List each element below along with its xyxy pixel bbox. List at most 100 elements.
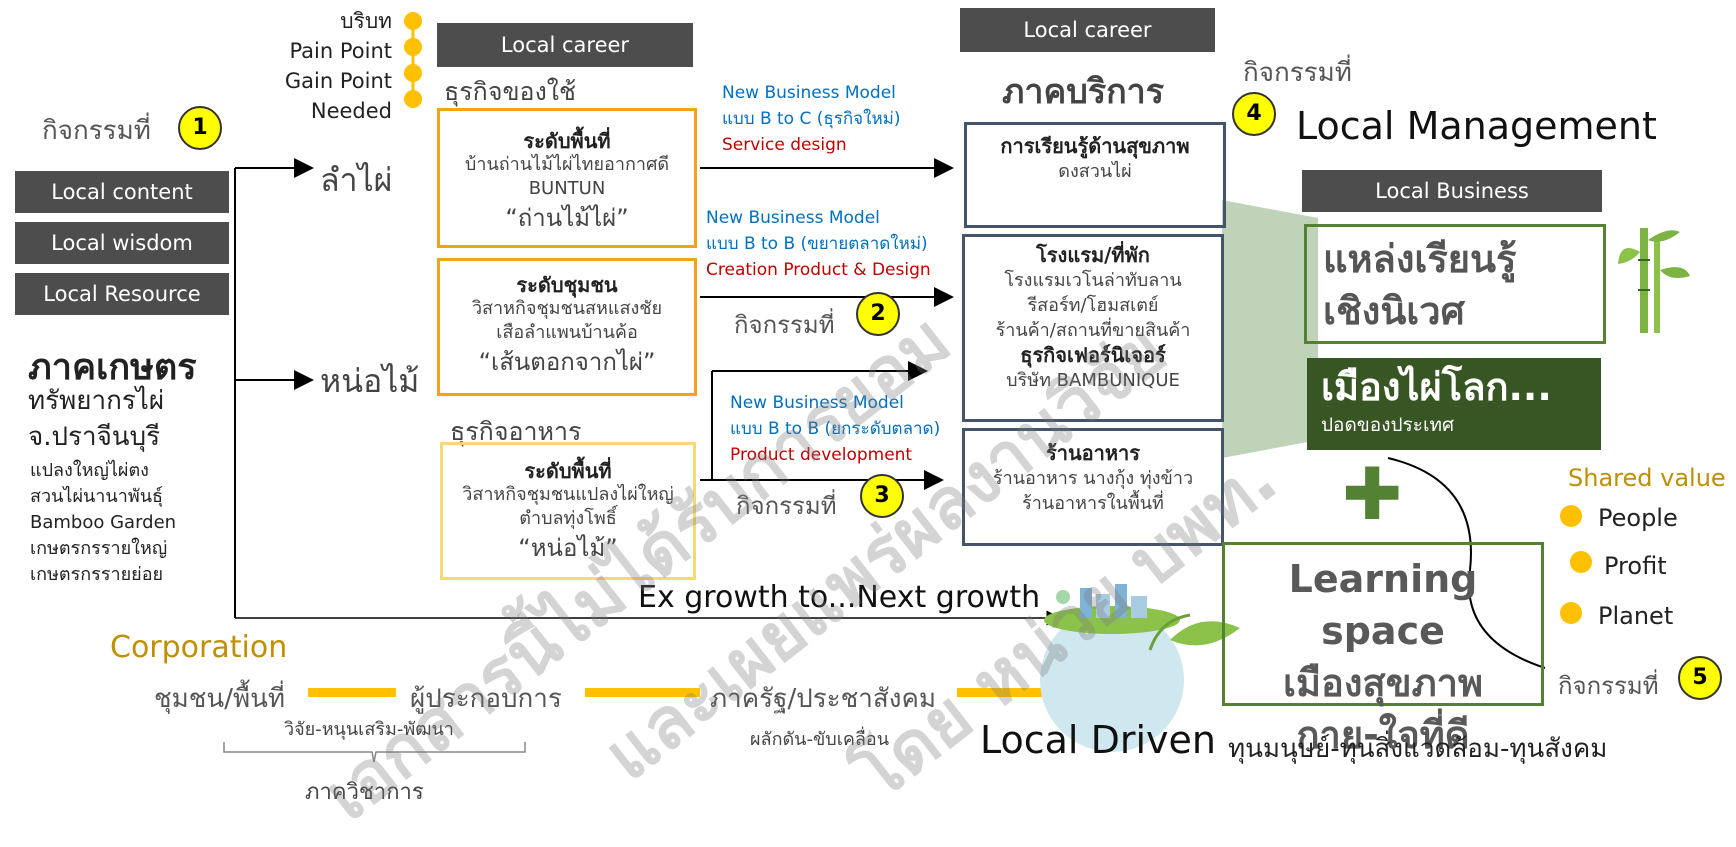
local-career-header-left: Local career: [437, 23, 693, 67]
local-career-header-right: Local career: [960, 8, 1215, 52]
activity-5-label: กิจกรรมที่: [1558, 672, 1659, 700]
branch-lampai: ลำไผ่: [320, 161, 393, 199]
activity-4-badge: 4: [1232, 92, 1276, 136]
resource-line-1: ทรัพยากรไผ่: [28, 386, 165, 416]
sector-agriculture-title: ภาคเกษตร: [28, 347, 197, 388]
service-line: รีสอร์ท/โฮมสเตย์: [1027, 295, 1159, 316]
flow-bar-3: [957, 688, 1055, 697]
model-focus: Product development: [730, 445, 913, 465]
legend-dot: [404, 64, 422, 82]
list-item: เกษตรกรรายใหญ่: [30, 538, 168, 559]
eco-learning-box: แหล่งเรียนรู้ เชิงนิเวศ: [1304, 224, 1606, 344]
service-title: ธุรกิจเฟอร์นิเจอร์: [1020, 343, 1166, 367]
bamboo-city-box: เมืองไผ่โลก... ปอดของประเทศ: [1307, 358, 1601, 450]
shared-value-dot: [1560, 602, 1582, 624]
bamboo-city-title: เมืองไผ่โลก...: [1321, 365, 1552, 409]
local-resource-label: Local Resource: [15, 273, 229, 315]
research-label: วิจัย-หนุนเสริม-พัฒนา: [284, 719, 454, 740]
legend-dot: [404, 38, 422, 56]
community-label: ชุมชน/พื้นที่: [154, 684, 286, 714]
service-line: ร้านอาหารในพื้นที่: [1022, 493, 1164, 514]
value-profit: Profit: [1604, 552, 1667, 580]
local-content-label: Local content: [15, 171, 229, 213]
box-area-charcoal: ระดับพื้นที่ บ้านถ่านไม้ไผ่ไทยอากาศดี BU…: [437, 108, 697, 248]
model-title: New Business Model: [730, 393, 904, 413]
funnel-shape: [1222, 200, 1318, 458]
model-type: แบบ B to B (ยกระดับตลาด): [730, 419, 941, 439]
box-community-strips: ระดับชุมชน วิสาหกิจชุมชนสหแสงชัย เสือลำแ…: [437, 258, 697, 396]
activity-3-label: กิจกรรมที่: [736, 492, 837, 520]
legend-context: บริบท: [340, 9, 392, 33]
learning-space-line-1: Learning space: [1288, 557, 1478, 653]
box-line: ตำบลทุ่งโพธิ์: [519, 508, 617, 529]
earth-icon: [1040, 584, 1240, 752]
goods-business-label: ธุรกิจของใช้: [444, 77, 576, 106]
shared-value-arc: [1387, 457, 1546, 669]
service-line: โรงแรมเวโนล่าทับลาน: [1004, 270, 1182, 291]
flow-bar-1: [308, 688, 396, 697]
business-model-2: New Business Model แบบ B to B (ขยายตลาดใ…: [706, 205, 931, 283]
model-type: แบบ B to C (ธุรกิจใหม่): [722, 109, 901, 129]
push-label: ผลักดัน-ขับเคลื่อน: [750, 729, 890, 750]
box-line: บ้านถ่านไม้ไผ่ไทยอากาศดี: [464, 154, 670, 175]
legend: บริบท Pain Point Gain Point Needed: [240, 6, 392, 126]
model-type: แบบ B to B (ขยายตลาดใหม่): [706, 234, 928, 254]
service-line: ร้านอาหาร นางกุ้ง ทุ่งข้าว: [992, 468, 1194, 489]
service-box-health: การเรียนรู้ด้านสุขภาพ ดงสวนไผ่: [964, 122, 1226, 228]
list-item: เกษตรกรรายย่อย: [30, 564, 164, 585]
legend-dot: [404, 90, 422, 108]
model-title: New Business Model: [706, 208, 880, 228]
shared-value-dot: [1570, 551, 1592, 573]
model-title: New Business Model: [722, 83, 896, 103]
flow-bar-2: [585, 688, 700, 697]
activity-2-badge: 2: [856, 292, 900, 336]
box-title: ระดับชุมชน: [516, 273, 618, 297]
service-title: โรงแรม/ที่พัก: [1036, 243, 1150, 267]
box-line: เสือลำแพนบ้านค้อ: [496, 322, 638, 343]
activity-4-label: กิจกรรมที่: [1243, 58, 1352, 88]
learning-space-line-2: เมืองสุขภาพ: [1282, 661, 1484, 705]
activity-1-badge: 1: [178, 106, 222, 150]
activity-2-label: กิจกรรมที่: [734, 311, 835, 339]
resource-line-2: จ.ปราจีนบุรี: [28, 422, 161, 452]
learning-space-line-3: กาย-ใจที่ดี: [1296, 713, 1470, 757]
service-line: ดงสวนไผ่: [1058, 161, 1132, 182]
list-item: สวนไผ่นานาพันธุ์: [30, 486, 163, 507]
academic-bracket: [223, 742, 526, 763]
legend-dot: [404, 12, 422, 30]
service-sector-title: ภาคบริการ: [1002, 72, 1165, 112]
shared-value-title: Shared value: [1568, 464, 1726, 492]
value-planet: Planet: [1598, 602, 1674, 630]
box-product: “เส้นตอกจากไผ่”: [478, 348, 656, 376]
legend-gain-point: Gain Point: [284, 69, 392, 93]
box-line: วิสาหกิจชุมชนสหแสงชัย: [471, 298, 663, 319]
connector-layer: [223, 20, 1690, 763]
box-line: BUNTUN: [528, 178, 606, 199]
activity-1-label: กิจกรรมที่: [42, 116, 151, 146]
bamboo-city-subtitle: ปอดของประเทศ: [1321, 414, 1455, 436]
plus-icon: ✚: [1342, 452, 1403, 536]
box-area-shoots: ระดับพื้นที่ วิสาหกิจชุมชนแปลงไผ่ใหญ่ ตำ…: [440, 442, 696, 580]
food-business-label: ธุรกิจอาหาร: [450, 417, 582, 446]
service-title: ร้านอาหาร: [1045, 441, 1141, 465]
eco-learning-line-1: แหล่งเรียนรู้: [1323, 237, 1517, 281]
learning-space-box: Learning space เมืองสุขภาพ กาย-ใจที่ดี: [1222, 542, 1544, 757]
list-item: Bamboo Garden: [30, 512, 177, 533]
state-society-label: ภาครัฐ/ประชาสังคม: [710, 684, 936, 714]
service-box-hotel: โรงแรม/ที่พัก โรงแรมเวโนล่าทับลาน รีสอร์…: [962, 234, 1224, 422]
value-people: People: [1598, 504, 1678, 532]
service-box-restaurant: ร้านอาหาร ร้านอาหาร นางกุ้ง ทุ่งข้าว ร้า…: [962, 428, 1224, 546]
box-product: “ถ่านไม้ไผ่”: [505, 204, 629, 232]
box-title: ระดับพื้นที่: [524, 459, 612, 483]
model-focus: Creation Product & Design: [706, 260, 931, 280]
growth-caption: Ex growth to...Next growth: [638, 580, 1041, 615]
box-title: ระดับพื้นที่: [523, 129, 611, 153]
legend-needed: Needed: [310, 99, 392, 123]
model-focus: Service design: [722, 135, 847, 155]
business-model-3: New Business Model แบบ B to B (ยกระดับตล…: [730, 390, 940, 468]
service-line: ร้านค้า/สถานที่ขายสินค้า: [995, 320, 1191, 341]
bamboo-icon: [1618, 228, 1690, 333]
activity-3-badge: 3: [860, 474, 904, 518]
list-item: แปลงใหญ่ไผ่ตง: [30, 460, 149, 481]
legend-pain-point: Pain Point: [289, 39, 392, 63]
